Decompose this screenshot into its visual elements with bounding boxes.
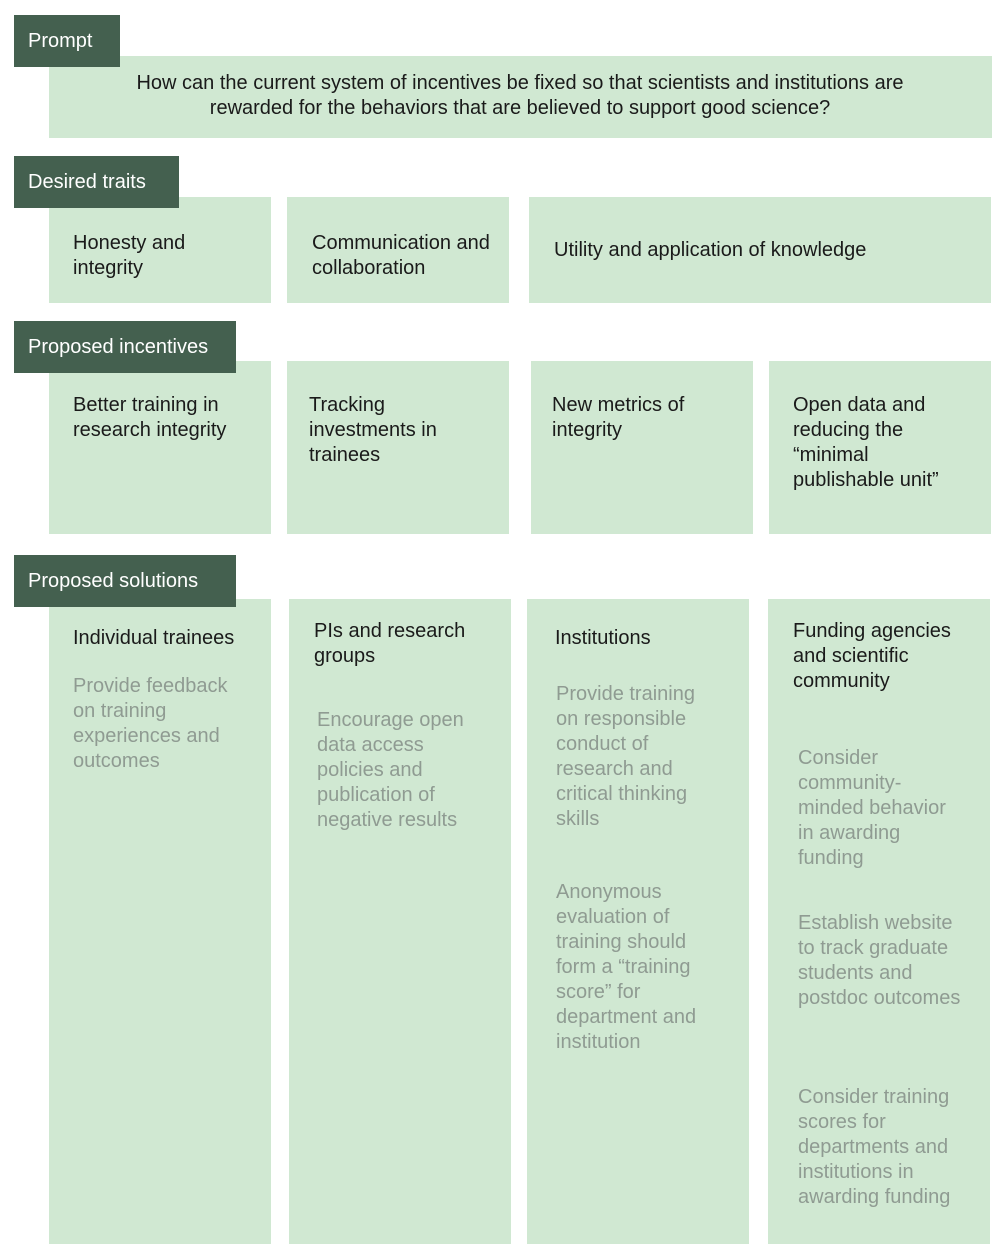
incentive-box-open-data — [769, 361, 991, 534]
solution-institutions-item-2: Anonymous evaluation of training should … — [556, 881, 697, 1053]
solution-pis-title: PIs and research groups — [314, 620, 466, 667]
proposed-incentives-header: Proposed incentives — [14, 321, 236, 373]
solution-box-institutions — [527, 599, 749, 1244]
trait-utility: Utility and application of knowledge — [554, 239, 867, 261]
incentive-box-metrics — [531, 361, 753, 534]
solution-institutions-item-1: Provide training on responsible conduct … — [556, 683, 695, 830]
solution-box-trainees — [49, 599, 271, 1244]
solution-funding-item-3: Consider training scores for departments… — [798, 1086, 951, 1208]
trait-communication: Communication and collaboration — [312, 232, 490, 279]
incentive-box-tracking — [287, 361, 509, 534]
prompt-question: How can the current system of incentives… — [136, 72, 904, 119]
solution-trainees-title: Individual trainees — [73, 627, 235, 649]
trait-box-honesty — [49, 197, 271, 303]
solution-box-funding — [768, 599, 990, 1244]
incentive-open-data: Open data and reducing the “minimal publ… — [793, 394, 939, 491]
trait-box-utility — [529, 197, 991, 303]
desired-traits-header: Desired traits — [14, 156, 179, 208]
solution-trainees-item: Provide feedback on training experiences… — [73, 675, 228, 772]
solution-funding-item-2: Establish website to track graduate stud… — [798, 912, 961, 1009]
solution-box-pis — [289, 599, 511, 1244]
incentive-box-training — [49, 361, 271, 534]
solution-pis-item: Encourage open data access policies and … — [317, 709, 464, 831]
trait-box-communication — [287, 197, 509, 303]
prompt-header: Prompt — [14, 15, 120, 67]
solution-funding-title: Funding agencies and scientific communit… — [793, 620, 951, 692]
solution-institutions-title: Institutions — [555, 627, 651, 649]
prompt-box — [49, 56, 992, 138]
incentive-metrics: New metrics of integrity — [552, 394, 685, 441]
proposed-solutions-header: Proposed solutions — [14, 555, 236, 607]
solution-funding-item-1: Consider community-minded behavior in aw… — [798, 747, 946, 869]
incentive-tracking: Tracking investments in trainees — [309, 394, 437, 466]
incentive-training: Better training in research integrity — [73, 394, 227, 441]
trait-honesty: Honesty and integrity — [73, 232, 186, 279]
